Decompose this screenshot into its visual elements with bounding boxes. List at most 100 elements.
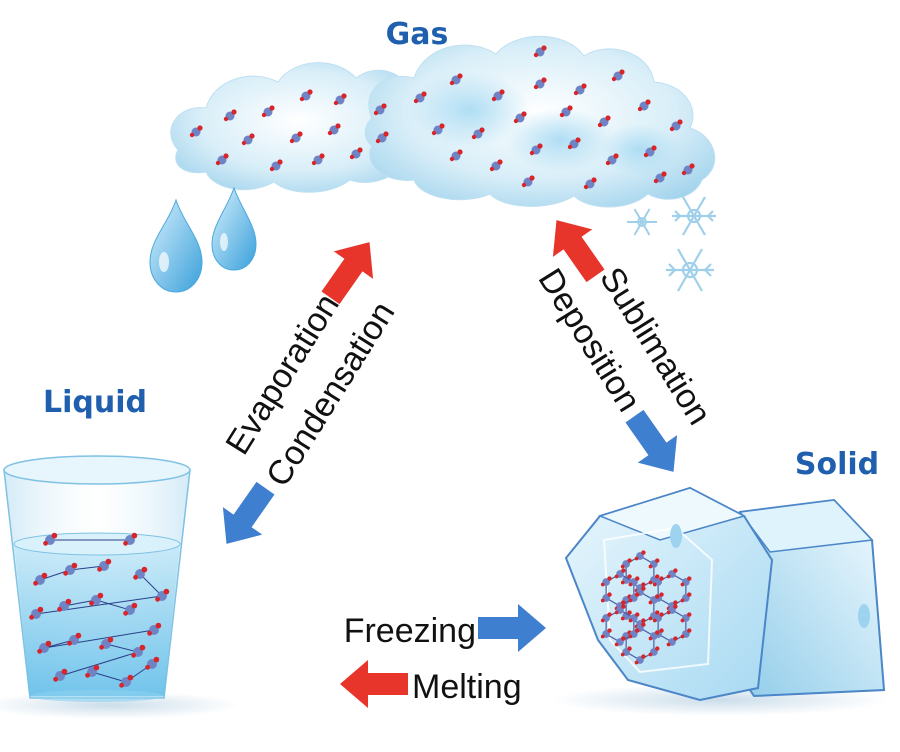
hydrogen-bond-line [43,629,155,649]
water-molecule-icon [373,103,387,116]
water-molecule-icon [600,576,612,587]
water-molecule-icon [533,77,547,90]
freezing-arrow-icon [478,604,546,652]
water-molecule-icon [614,604,626,615]
hydrogen-bond-line [95,599,131,611]
water-molecule-icon [648,558,660,569]
snowflake-icon [627,208,657,236]
gas-molecules [189,45,695,190]
water-molecule-icon [489,159,503,172]
water-molecule-icon [628,576,640,587]
water-molecule-icon [634,654,646,665]
gas-cloud [170,35,716,208]
cloud-shade [505,108,615,172]
water-molecule-icon [311,153,325,166]
gas-label: Gas [386,17,449,52]
condensation-arrow-icon [222,481,275,544]
water-molecule-icon [449,73,463,86]
cloud-shade [600,124,680,176]
evaporation-arrow-icon [321,242,374,305]
freezing-label: Freezing [344,612,476,650]
water-molecule-icon [559,105,573,118]
water-molecule-icon [614,568,626,579]
raindrop-icon [149,198,203,293]
water-molecule-icon [37,640,52,654]
water-molecule-icon [533,45,547,58]
water-molecule-icon [241,133,255,146]
water-molecule-icon [431,123,445,136]
water-molecule-icon [597,115,611,128]
water-molecule-icon [653,171,667,184]
water-molecule-icon [666,604,678,615]
water-molecule-icon [261,105,275,118]
ice-cubes [550,486,890,716]
water-molecule-icon [145,656,160,670]
water-molecule-icon [123,602,138,616]
snowflake-icon [666,248,714,292]
water-molecule-icon [215,153,229,166]
water-molecule-icon [491,89,505,102]
water-molecule-icon [611,69,625,82]
hydrogen-bond-line [35,595,163,615]
water-molecule-icon [620,558,632,569]
water-molecule-icon [327,123,341,136]
water-molecule-icon [648,646,660,657]
water-molecule-icon [131,644,146,658]
water-molecule-icon [349,147,363,160]
snowflakes [627,196,716,292]
water-molecule-icon [223,109,237,122]
water-molecule-icon [669,119,683,132]
snowflake-icon [672,196,716,236]
ice-droplet-icon [858,604,870,628]
drop-highlight [220,233,228,251]
water-molecule-icon [99,636,114,650]
glass-rim [3,455,191,485]
water-molecule-icon [666,568,678,579]
water-molecule-icon [637,99,651,112]
water-molecule-icon [57,598,72,612]
hydrogen-bond-line [69,565,105,571]
raindrops [149,186,257,293]
water-molecule-icon [634,550,646,561]
water-molecule-icon [133,566,148,580]
water-molecule-icon [681,163,695,176]
water-molecule-icon [628,612,640,623]
water-molecule-icon [375,131,389,144]
water-molecule-icon [529,143,543,156]
melting-arrow-icon [340,660,408,708]
water-molecule-icon [628,628,640,639]
raindrop-icon [211,186,257,271]
water-molecule-icon [123,532,138,546]
water-molecule-icon [628,592,640,603]
water-molecule-icon [189,125,203,138]
water-molecule-icon [413,91,427,104]
water-molecule-icon [652,576,664,587]
glass-bottom [30,690,164,702]
water-molecule-icon [147,622,162,636]
deposition-arrow-icon [625,409,678,472]
ice-droplet-icon [670,524,682,548]
water-molecule-icon [567,137,581,150]
water-molecule-icon [29,606,44,620]
water-molecule-icon [666,636,678,647]
water-molecule-icon [583,177,597,190]
hydrogen-bond-line [139,573,163,597]
water-molecule-icon [119,674,134,688]
arrows [222,220,678,708]
glass-of-water [0,455,240,719]
hydrogen-bond-line [105,643,139,653]
water-surface [13,532,181,556]
water-molecule-icon [521,175,535,188]
water-molecule-icon [333,93,347,106]
water-molecule-icon [680,576,692,587]
solid-molecules [600,550,692,665]
water-molecule-icon [573,83,587,96]
water [14,544,180,696]
water-molecule-icon [652,612,664,623]
water-molecule-icon [648,630,660,641]
water-molecule-icon [620,646,632,657]
water-molecule-icon [513,111,527,124]
hydrogen-bond-line [63,599,97,607]
water-molecule-icon [53,668,68,682]
